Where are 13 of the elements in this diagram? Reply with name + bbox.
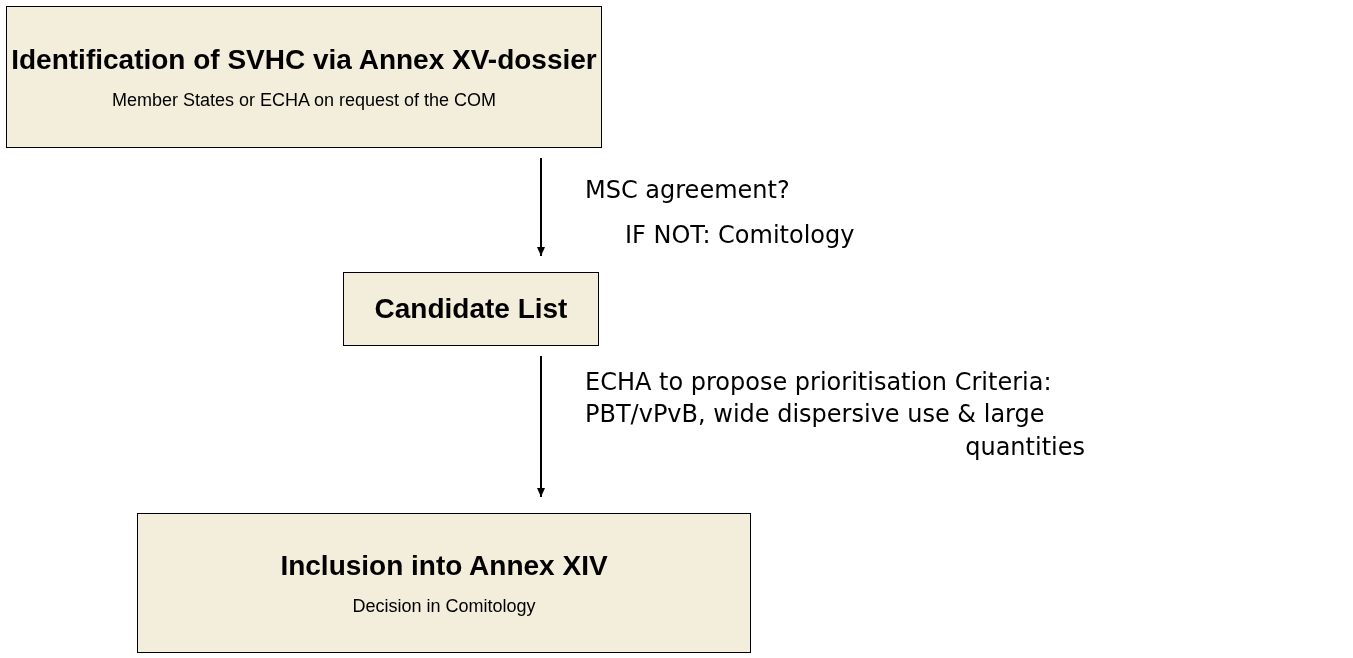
process-box [137, 513, 751, 653]
box-subtitle: Decision in Comitology [352, 595, 536, 617]
process-box [343, 272, 599, 346]
note-text: IF NOT: Comitology [625, 220, 855, 251]
process-box [6, 6, 602, 148]
box-title: Inclusion into Annex XIV [280, 549, 608, 582]
arrow [537, 355, 545, 498]
box-title: Candidate List [374, 293, 568, 325]
box-subtitle: Member States or ECHA on request of the COM [111, 89, 497, 111]
arrow [537, 157, 545, 257]
box-title: Identification of SVHC via Annex XV-dossier [11, 43, 597, 76]
edge-label: MSC agreement? [585, 175, 791, 206]
edge-label: ECHA to propose prioritisation Criteria: PBT/vPvB, wide dispersive use & large quantities [585, 367, 1085, 463]
